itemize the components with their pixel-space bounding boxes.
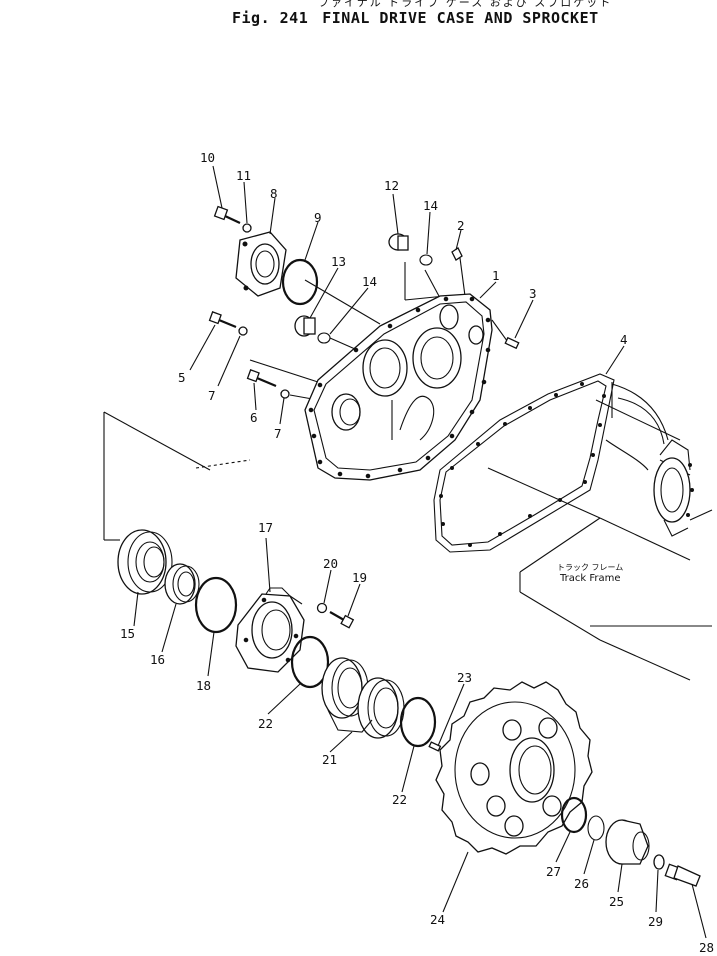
callout-21: 21 [322,752,337,767]
lock-nut-16 [164,563,200,605]
dowel-pin-23 [428,741,442,752]
callout-29: 29 [648,914,663,929]
track-frame-label-jp: トラック フレーム [557,563,623,572]
callout-labels: 10 11 8 9 12 14 2 1 3 13 14 5 7 6 7 4 17… [120,150,714,955]
callout-8: 8 [270,186,278,201]
washer-11 [242,223,252,233]
cover-plate [235,231,287,297]
title-japanese: ファイナル ドライブ ケース および スプロケット [318,0,613,9]
dowel-pin-3 [504,336,520,350]
o-ring-14-lower [317,332,331,344]
floating-seal-21 [321,657,405,739]
callout-2: 2 [457,218,465,233]
callout-15: 15 [120,626,135,641]
case-gasket [433,373,615,553]
bolt-28 [664,863,701,887]
callout-4: 4 [620,332,628,347]
callout-22-left: 22 [258,716,273,731]
leader-lines [133,165,707,939]
washer-29 [653,854,665,870]
hub-cap-25 [605,819,650,865]
callout-28: 28 [699,940,714,955]
callout-3: 3 [529,286,537,301]
callout-18: 18 [196,678,211,693]
sprocket-24 [435,681,593,855]
callout-1: 1 [492,268,500,283]
callout-20: 20 [323,556,338,571]
callout-14-upper: 14 [423,198,438,213]
callout-10: 10 [200,150,215,165]
callout-7-lower: 7 [274,426,282,441]
callout-13: 13 [331,254,346,269]
callout-22-right: 22 [392,792,407,807]
o-ring-22-left [290,635,330,689]
o-ring-9 [281,258,319,306]
callout-5: 5 [178,370,186,385]
bearing-15 [117,529,173,595]
o-ring-18 [194,576,238,634]
callout-6: 6 [250,410,258,425]
washer-7-upper [238,326,248,336]
bolt-10 [213,205,241,224]
callout-17: 17 [258,520,273,535]
final-drive-case [304,293,493,481]
bolt-6 [246,369,277,388]
track-frame-label-en: Track Frame [559,573,621,584]
track-frame-housing [605,383,694,537]
callout-19: 19 [352,570,367,585]
callout-24: 24 [430,912,445,927]
callout-14-lower: 14 [362,274,377,289]
callout-12: 12 [384,178,399,193]
o-ring-22-right [399,696,437,748]
ring-26 [587,815,605,841]
bolt-5 [208,311,237,329]
figure-title: Fig. 241 FINAL DRIVE CASE AND SPROCKET [232,9,599,27]
callout-7-upper: 7 [208,388,216,403]
bolt-19 [329,611,355,629]
callout-27: 27 [546,864,561,879]
callout-25: 25 [609,894,624,909]
callout-23: 23 [457,670,472,685]
bearing-cage-17 [235,587,305,673]
callout-9: 9 [314,210,322,225]
plug-12 [388,233,409,251]
washer-7-lower [280,389,290,399]
callout-26: 26 [574,876,589,891]
plug-13 [294,315,316,337]
callout-16: 16 [150,652,165,667]
washer-20 [316,602,328,614]
callout-11: 11 [236,168,251,183]
shim-27 [560,796,588,834]
o-ring-14-upper [419,254,433,266]
figure-title-text: FINAL DRIVE CASE AND SPROCKET [322,9,599,27]
figure-number: Fig. 241 [232,9,309,27]
